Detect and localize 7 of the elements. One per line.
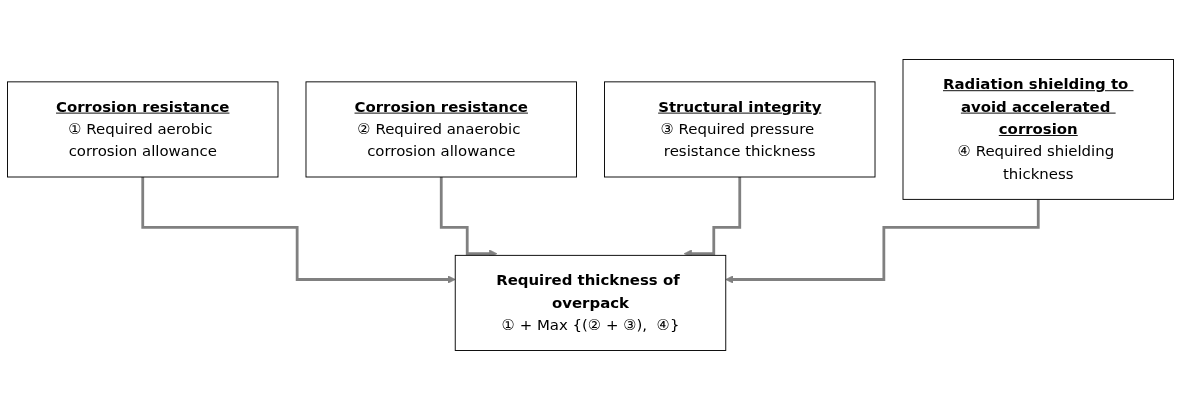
node-box: Corrosion resistance ② Required anaerobic corrosion allowance [305, 80, 577, 177]
node-box: Structural integrity ③ Required pressure resistance thickness [604, 80, 876, 177]
node-box: Radiation shielding to avoid accelerated corrosion ④ Required shielding thickness [902, 58, 1174, 200]
node-box: Corrosion resistance ① Required aerobic corrosion allowance [7, 80, 279, 177]
arrow [141, 175, 456, 284]
arrow [725, 197, 1040, 284]
node-box: Required thickness of overpack ① + Max {(② + ③), ④} [454, 254, 727, 351]
